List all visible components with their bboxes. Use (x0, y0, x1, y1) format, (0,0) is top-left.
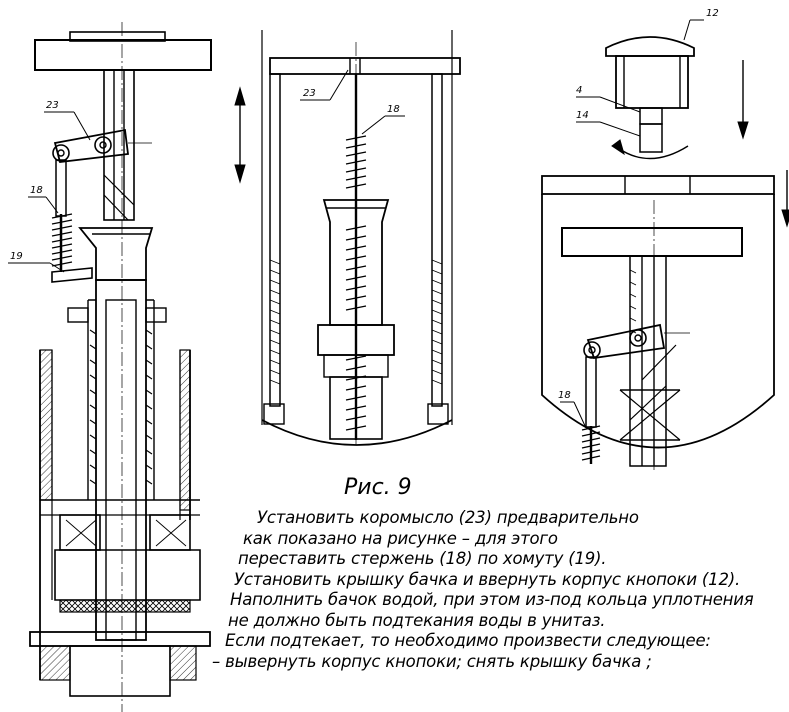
instruction-line: Установить крышку бачка и ввернуть корпу… (234, 569, 741, 589)
instruction-line: как показано на рисунке – для этого (243, 528, 558, 548)
label-right-4: 4 (576, 85, 582, 96)
left-section-view (8, 22, 212, 712)
instruction-line: – вывернуть корпус кнопоки; снять крышку… (212, 651, 652, 671)
label-right-14: 14 (576, 110, 589, 121)
label-middle-23: 23 (303, 88, 316, 99)
instruction-line: переставить стержень (18) по хомуту (19)… (238, 549, 607, 568)
label-left-18: 18 (30, 185, 43, 196)
instruction-line: Если подтекает, то необходимо произвести… (225, 631, 711, 650)
label-left-19: 19 (10, 251, 23, 262)
right-view (541, 19, 789, 470)
instruction-line: Установить коромысло (23) предварительно (257, 508, 639, 527)
middle-view (234, 30, 461, 446)
label-right-12: 12 (706, 8, 719, 19)
label-left-23: 23 (46, 100, 59, 111)
instruction-text: Установить коромысло (23) предварительно… (212, 508, 789, 672)
label-right-18: 18 (558, 390, 571, 401)
figure-caption: Рис. 9 (344, 475, 412, 500)
instruction-line: Наполнить бачок водой, при этом из-под к… (230, 590, 754, 609)
label-middle-18: 18 (387, 104, 400, 115)
instruction-line: не должно быть подтекания воды в унитаз. (228, 610, 606, 630)
